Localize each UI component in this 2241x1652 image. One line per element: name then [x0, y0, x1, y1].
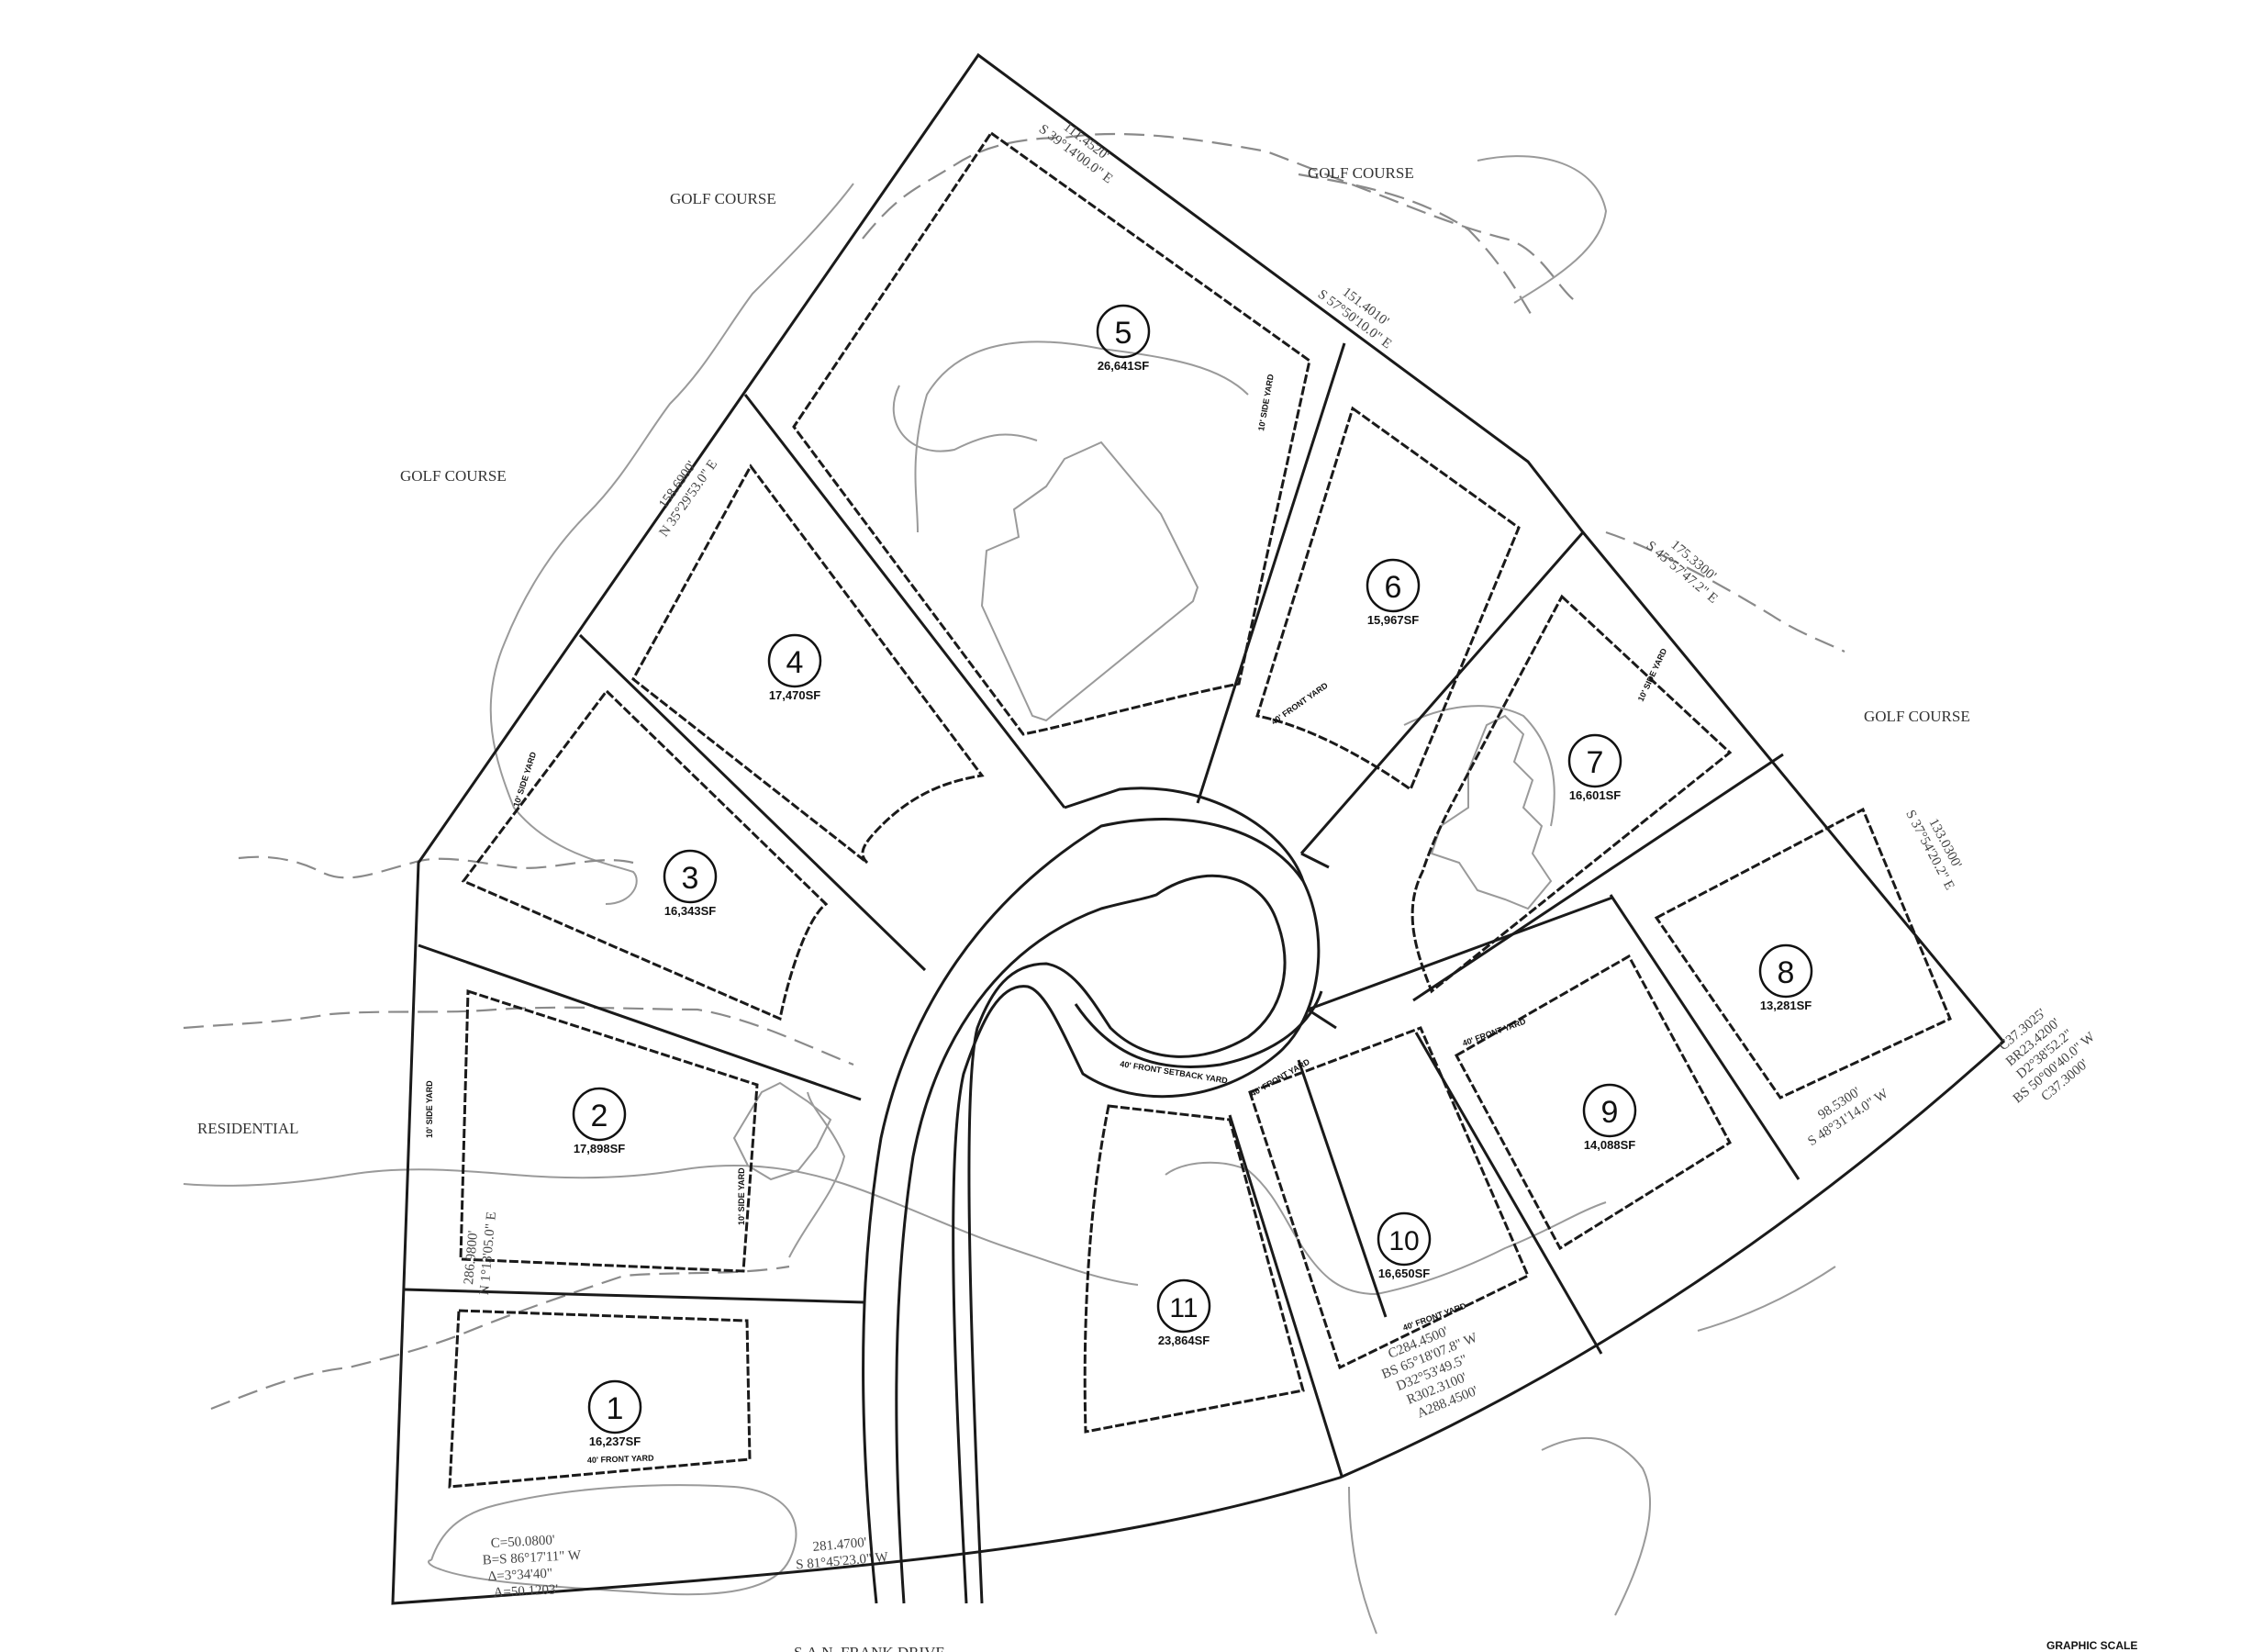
svg-text:10' SIDE YARD: 10' SIDE YARD [1636, 646, 1669, 702]
graphic-scale-label: GRAPHIC SCALE [2046, 1639, 2137, 1652]
lot-2[interactable]: 2 17,898SF [572, 1087, 627, 1155]
svg-text:40' FRONT YARD: 40' FRONT YARD [1269, 680, 1330, 726]
svg-text:40' FRONT YARD: 40' FRONT YARD [587, 1453, 654, 1465]
svg-text:40' FRONT YARD: 40' FRONT YARD [1461, 1016, 1527, 1047]
svg-text:N 1°13'05.0" E: N 1°13'05.0" E [477, 1211, 499, 1296]
svg-text:11: 11 [1169, 1293, 1198, 1323]
svg-text:286.9800': 286.9800' [462, 1230, 481, 1285]
lot-6[interactable]: 6 15,967SF [1366, 558, 1421, 627]
lot-1[interactable]: 1 16,237SF [587, 1379, 642, 1448]
svg-text:B=S 86°17'11" W: B=S 86°17'11" W [482, 1548, 582, 1568]
setback-notes: 10' SIDE YARD 40' FRONT YARD 10' SIDE YA… [425, 373, 1669, 1465]
svg-text:C=50.0800': C=50.0800' [490, 1533, 555, 1551]
svg-text:40' FRONT YARD: 40' FRONT YARD [1249, 1056, 1311, 1098]
svg-text:17,470SF: 17,470SF [769, 688, 820, 702]
lot-10[interactable]: 10 16,650SF [1377, 1211, 1432, 1280]
svg-text:16,601SF: 16,601SF [1569, 788, 1621, 802]
svg-text:10: 10 [1388, 1226, 1419, 1256]
svg-text:3: 3 [682, 861, 699, 896]
svg-text:10' SIDE YARD: 10' SIDE YARD [1256, 373, 1276, 431]
lot-3[interactable]: 3 16,343SF [663, 849, 718, 918]
lot-9[interactable]: 9 14,088SF [1582, 1083, 1637, 1152]
svg-text:S 81°45'23.0" W: S 81°45'23.0" W [796, 1550, 890, 1573]
subdivision-boundary [391, 52, 2006, 1605]
street-label: S.A.N. FRANK DRIVE [794, 1644, 945, 1652]
svg-text:26,641SF: 26,641SF [1098, 359, 1149, 373]
svg-text:17,898SF: 17,898SF [574, 1142, 625, 1155]
svg-text:9: 9 [1601, 1095, 1619, 1130]
label-golf-course-e: GOLF COURSE [1864, 708, 1970, 725]
label-residential: RESIDENTIAL [197, 1120, 298, 1137]
svg-text:2: 2 [591, 1099, 608, 1133]
svg-text:281.4700': 281.4700' [812, 1535, 867, 1555]
label-golf-course-w: GOLF COURSE [400, 467, 507, 485]
bearing-labels: 111.4520'S 39°14'00.0" E 151.4010'S 57°5… [462, 119, 1964, 1573]
svg-text:10' SIDE YARD: 10' SIDE YARD [737, 1167, 746, 1225]
adjacent-labels: GOLF COURSE GOLF COURSE GOLF COURSE GOLF… [197, 164, 1970, 1137]
svg-text:8: 8 [1778, 955, 1795, 990]
curve-data-sw: C=50.0800' B=S 86°17'11" W Δ=3°34'40" A=… [482, 1533, 582, 1601]
svg-text:16,237SF: 16,237SF [589, 1434, 641, 1448]
svg-text:A=50.1203': A=50.1203' [493, 1582, 559, 1601]
svg-text:40' FRONT SETBACK YARD: 40' FRONT SETBACK YARD [1120, 1059, 1229, 1086]
lot-8[interactable]: 8 13,281SF [1758, 943, 1813, 1012]
svg-text:1: 1 [607, 1391, 624, 1426]
lot-5[interactable]: 5 26,641SF [1096, 304, 1151, 373]
svg-text:5: 5 [1115, 316, 1132, 351]
svg-text:16,343SF: 16,343SF [664, 904, 716, 918]
svg-text:6: 6 [1385, 570, 1402, 605]
svg-text:14,088SF: 14,088SF [1584, 1138, 1635, 1152]
label-golf-course-n: GOLF COURSE [1308, 164, 1414, 182]
setback-lines [448, 130, 1952, 1489]
svg-text:4: 4 [786, 645, 804, 680]
road-cul-de-sac [862, 787, 1337, 1604]
svg-text:23,864SF: 23,864SF [1158, 1334, 1210, 1347]
svg-text:16,650SF: 16,650SF [1378, 1267, 1430, 1280]
topo-contours [183, 132, 1845, 1635]
building-footprints [732, 441, 1553, 1181]
curve-data-se: C37.3025' BR23.4200' D2°38'52.2" BS 50°0… [1996, 1006, 2098, 1106]
svg-text:10' SIDE YARD: 10' SIDE YARD [425, 1080, 434, 1138]
lot-11[interactable]: 11 23,864SF [1156, 1278, 1211, 1347]
svg-text:Δ=3°34'40": Δ=3°34'40" [487, 1567, 552, 1585]
svg-text:15,967SF: 15,967SF [1367, 613, 1419, 627]
svg-text:13,281SF: 13,281SF [1760, 999, 1812, 1012]
svg-text:7: 7 [1587, 745, 1604, 780]
lot-markers: 116,237SF 217,898SF 316,343SF 417,470SF … [572, 304, 1813, 1448]
label-golf-course-nw: GOLF COURSE [670, 190, 776, 207]
lot-7[interactable]: 7 16,601SF [1567, 733, 1622, 802]
lot-4[interactable]: 4 17,470SF [767, 633, 822, 702]
